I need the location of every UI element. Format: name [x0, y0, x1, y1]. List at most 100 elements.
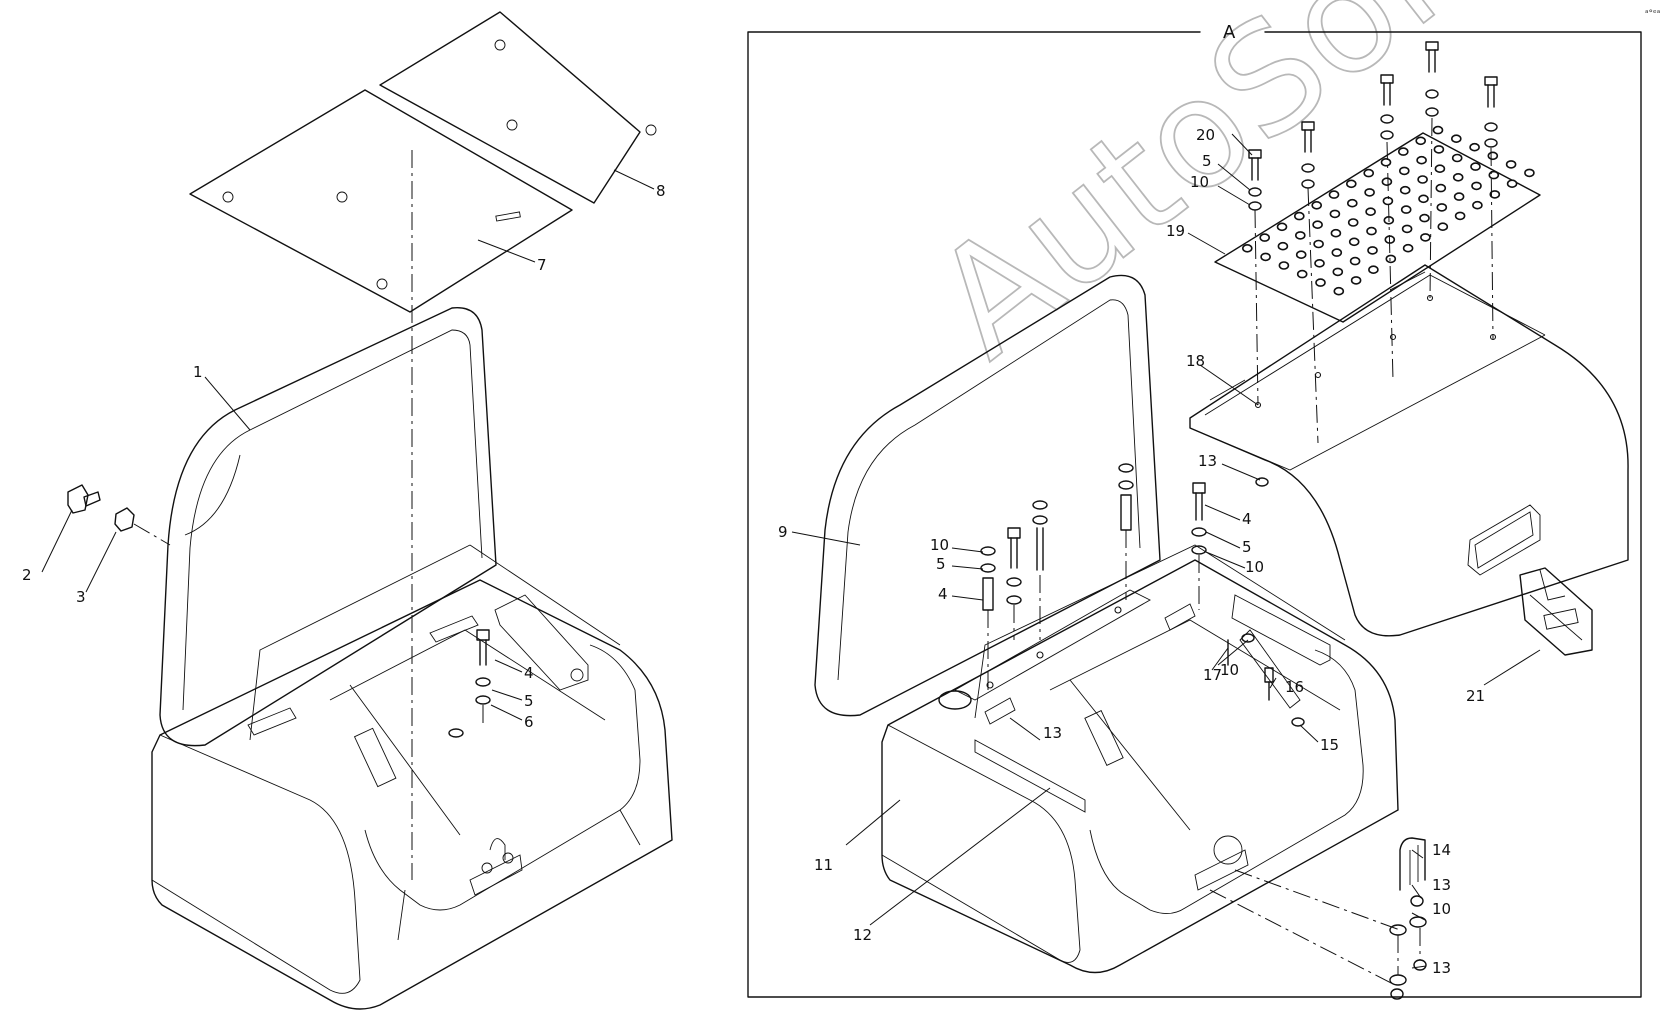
callout-5a: 5 — [936, 555, 946, 573]
perforation-hole — [1260, 252, 1271, 262]
perforation-hole — [1432, 125, 1444, 135]
perforation-hole — [1331, 248, 1343, 257]
top-bolts — [1248, 41, 1498, 487]
callout-18: 18 — [1186, 352, 1205, 370]
bolt-2-nut-3 — [67, 484, 171, 546]
perforation-hole — [1451, 153, 1463, 163]
panel-7 — [189, 89, 573, 313]
perforation-hole — [1294, 211, 1305, 221]
perforation-hole — [1346, 179, 1357, 189]
perforation-hole — [1399, 166, 1410, 176]
perforation-hole — [1385, 254, 1397, 264]
callout-9: 9 — [778, 523, 788, 541]
callout-7: 7 — [537, 256, 547, 274]
perforation-hole — [1332, 267, 1344, 277]
perforation-hole — [1347, 218, 1359, 227]
perforation-hole — [1401, 224, 1413, 234]
callout-11: 11 — [814, 856, 833, 874]
perforation-hole — [1311, 201, 1322, 210]
perforation-hole — [1314, 258, 1325, 268]
callout-10a: 10 — [930, 536, 949, 554]
bottom-fastener-stack — [1209, 837, 1427, 1000]
perforation-hole — [1434, 164, 1446, 173]
lid-1 — [159, 306, 497, 747]
perforation-hole — [1312, 220, 1323, 229]
perforation-hole — [1348, 237, 1360, 247]
perforation-hole — [1416, 155, 1427, 165]
perforation-hole — [1365, 207, 1376, 216]
callout-10c: 10 — [1190, 173, 1209, 191]
perforation-hole — [1380, 158, 1392, 167]
perforation-hole — [1453, 192, 1465, 201]
perforation-hole — [1295, 231, 1306, 240]
perforation-hole — [1296, 269, 1308, 279]
plate-perforations — [1242, 125, 1535, 296]
perforation-hole — [1436, 203, 1448, 212]
box-body-11 — [881, 544, 1399, 974]
callout-15: 15 — [1320, 736, 1339, 754]
callout-21: 21 — [1466, 687, 1485, 705]
perforation-hole — [1259, 233, 1270, 242]
callout-13b: 13 — [1043, 724, 1062, 742]
callout-10b: 10 — [1245, 558, 1264, 576]
left-assembly: 1 2 3 4 5 6 7 8 — [22, 11, 673, 1010]
perforation-hole — [1435, 183, 1447, 193]
perforation-hole — [1382, 196, 1394, 206]
callout-20: 20 — [1196, 126, 1215, 144]
perforation-hole — [1452, 173, 1464, 182]
panel-8 — [379, 11, 657, 204]
perforation-hole — [1489, 190, 1501, 199]
callout-10d: 10 — [1220, 661, 1239, 679]
callout-4: 4 — [524, 664, 534, 682]
callout-13d: 13 — [1432, 959, 1451, 977]
callout-13a: 13 — [1198, 452, 1217, 470]
perforation-hole — [1363, 168, 1374, 178]
perforation-hole — [1454, 211, 1466, 221]
perforation-hole — [1418, 194, 1429, 204]
perforation-hole — [1347, 198, 1358, 208]
perforation-hole — [1400, 205, 1412, 214]
perforation-hole — [1295, 250, 1307, 259]
perforation-hole — [1381, 177, 1393, 186]
perforation-hole — [1433, 145, 1445, 154]
callout-5: 5 — [524, 692, 534, 710]
perforation-hole — [1367, 246, 1378, 255]
callout-17: 17 — [1203, 666, 1222, 684]
corner-mark: ᵃ°ᵉᵃ — [1645, 9, 1660, 19]
bolt-stacks-left — [980, 463, 1207, 690]
perforation-hole — [1506, 179, 1518, 188]
latch-21 — [1519, 567, 1593, 656]
perforation-hole — [1398, 147, 1409, 156]
callout-16: 16 — [1285, 678, 1304, 696]
callout-2: 2 — [22, 566, 32, 584]
perforation-hole — [1472, 200, 1483, 210]
perforation-hole — [1350, 276, 1362, 285]
perforation-hole — [1315, 278, 1326, 287]
frame-label: A — [1223, 22, 1236, 43]
callout-8: 8 — [656, 182, 666, 200]
callout-4a: 4 — [938, 585, 948, 603]
lid-9 — [814, 274, 1161, 717]
perforation-hole — [1419, 213, 1430, 223]
perforation-hole — [1415, 136, 1426, 146]
perforation-hole — [1368, 265, 1379, 275]
perforation-hole — [1364, 188, 1375, 197]
callout-1: 1 — [193, 363, 203, 381]
left-bolt-stack — [448, 629, 491, 738]
perforation-hole — [1488, 170, 1500, 180]
callout-5c: 5 — [1202, 152, 1212, 170]
perforation-hole — [1328, 190, 1340, 199]
perforation-hole — [1417, 175, 1428, 184]
perforation-hole — [1471, 181, 1482, 191]
perforation-hole — [1277, 241, 1289, 251]
side-bracket — [1227, 594, 1331, 727]
perforation-hole — [1469, 142, 1480, 152]
plate-19 — [1214, 125, 1541, 323]
perforation-hole — [1242, 244, 1253, 253]
callout-6: 6 — [524, 713, 534, 731]
perforation-hole — [1329, 209, 1341, 219]
perforation-hole — [1470, 162, 1481, 171]
perforation-hole — [1420, 233, 1431, 242]
perforation-hole — [1330, 228, 1342, 238]
